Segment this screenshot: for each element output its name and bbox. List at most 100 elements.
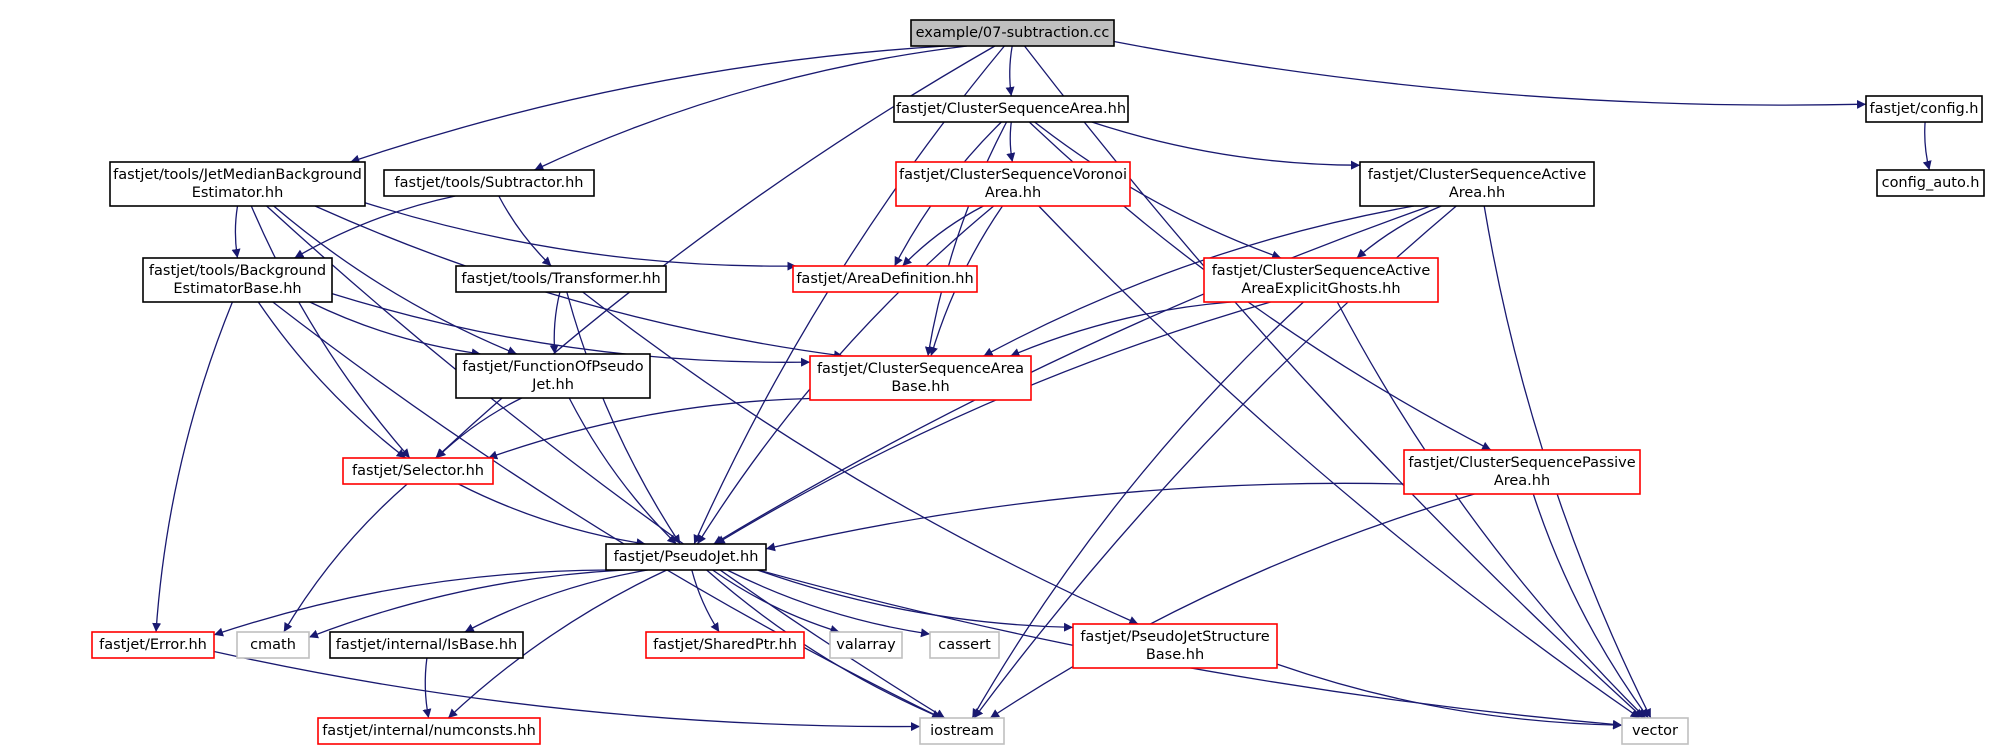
edge-csva-to-areadef xyxy=(902,205,984,267)
node-valarray[interactable]: valarray xyxy=(829,631,903,659)
edge-transformer-to-pjsb xyxy=(582,291,1139,625)
node-vector[interactable]: vector xyxy=(1621,717,1689,745)
node-box[interactable] xyxy=(236,631,310,659)
edge-root-to-vector xyxy=(1023,45,1644,719)
edge-csva-to-vector xyxy=(1038,205,1641,719)
edge-csaaeg-to-pseudojet xyxy=(715,301,1271,545)
edge-line xyxy=(971,301,1304,719)
edge-cspa-to-pseudojet xyxy=(765,482,1405,552)
node-box[interactable] xyxy=(109,161,366,207)
node-box[interactable] xyxy=(829,631,903,659)
edge-config-to-config_auto xyxy=(1922,121,1932,171)
node-box[interactable] xyxy=(1403,449,1641,495)
node-box[interactable] xyxy=(929,631,1000,659)
node-box[interactable] xyxy=(1072,623,1278,669)
node-csaaeg[interactable]: fastjet/ClusterSequenceActiveAreaExplici… xyxy=(1203,257,1439,303)
edge-jmbe-to-areadef xyxy=(364,202,797,271)
edge-line xyxy=(231,205,241,259)
edge-line xyxy=(706,569,942,719)
edge-root-to-jmbe xyxy=(350,45,946,164)
edge-line xyxy=(1091,121,1361,170)
edge-selector-to-cmath xyxy=(283,483,408,633)
edge-line xyxy=(1023,45,1644,719)
edge-pseudojet-to-cassert xyxy=(726,569,931,638)
node-iostream[interactable]: iostream xyxy=(919,717,1005,745)
edge-line xyxy=(498,195,552,267)
node-box[interactable] xyxy=(455,265,667,293)
edge-transformer-to-pseudojet xyxy=(566,291,681,545)
edge-line xyxy=(983,205,1415,357)
node-csa[interactable]: fastjet/ClusterSequenceArea.hh xyxy=(893,95,1129,123)
edge-line xyxy=(283,483,408,633)
node-box[interactable] xyxy=(317,717,541,745)
edge-isbase-to-numconsts xyxy=(422,657,432,719)
node-jmbe[interactable]: fastjet/tools/JetMedianBackgroundEstimat… xyxy=(109,161,366,207)
node-box[interactable] xyxy=(792,265,978,293)
edge-line xyxy=(436,397,522,459)
node-box[interactable] xyxy=(342,457,494,485)
node-box[interactable] xyxy=(1621,717,1689,745)
node-config_auto[interactable]: config_auto.h xyxy=(1876,169,1985,197)
node-box[interactable] xyxy=(1203,257,1439,303)
edge-bgeb-to-error xyxy=(152,301,234,633)
node-areadef[interactable]: fastjet/AreaDefinition.hh xyxy=(792,265,978,293)
edge-jmbe-to-csab xyxy=(314,205,844,360)
edges-layer xyxy=(152,40,1932,732)
node-label: Estimator.hh xyxy=(192,185,284,201)
edge-csaaeg-to-iostream xyxy=(971,301,1304,719)
node-box[interactable] xyxy=(91,631,215,659)
node-numconsts[interactable]: fastjet/internal/numconsts.hh xyxy=(317,717,541,745)
node-box[interactable] xyxy=(809,355,1032,401)
node-label: Area.hh xyxy=(1449,185,1505,201)
node-box[interactable] xyxy=(910,19,1115,47)
node-box[interactable] xyxy=(1865,95,1983,123)
edge-line xyxy=(1010,301,1232,357)
node-error[interactable]: fastjet/Error.hh xyxy=(91,631,215,659)
edge-cspa-to-vector xyxy=(1532,493,1649,719)
node-label: config_auto.h xyxy=(1882,175,1980,191)
node-box[interactable] xyxy=(1359,161,1595,207)
edge-line xyxy=(713,205,1431,545)
node-box[interactable] xyxy=(329,631,524,659)
node-box[interactable] xyxy=(455,353,651,399)
node-box[interactable] xyxy=(605,543,767,571)
node-box[interactable] xyxy=(645,631,805,659)
edge-line xyxy=(487,397,811,460)
node-selector[interactable]: fastjet/Selector.hh xyxy=(342,457,494,485)
edge-line xyxy=(1005,45,1015,97)
node-box[interactable] xyxy=(893,95,1129,123)
node-label: EstimatorBase.hh xyxy=(173,281,301,297)
node-box[interactable] xyxy=(383,169,595,197)
node-box[interactable] xyxy=(1876,169,1985,197)
node-cmath[interactable]: cmath xyxy=(236,631,310,659)
edge-line xyxy=(273,205,518,355)
node-box[interactable] xyxy=(895,161,1131,207)
node-box[interactable] xyxy=(142,257,333,303)
node-pseudojet[interactable]: fastjet/PseudoJet.hh xyxy=(605,543,767,571)
edge-root-to-csa xyxy=(1005,45,1015,97)
edge-jmbe-to-fopj xyxy=(273,205,518,355)
node-config[interactable]: fastjet/config.h xyxy=(1865,95,1983,123)
edge-line xyxy=(213,650,921,732)
edge-line xyxy=(691,569,720,633)
node-box[interactable] xyxy=(919,717,1005,745)
node-label: vector xyxy=(1632,723,1678,739)
node-cassert[interactable]: cassert xyxy=(929,631,1000,659)
edge-csaa-to-csaaeg xyxy=(1356,205,1442,259)
node-sharedptr[interactable]: fastjet/SharedPtr.hh xyxy=(645,631,805,659)
edge-line xyxy=(1113,40,1867,109)
node-label: Area.hh xyxy=(985,185,1041,201)
node-isbase[interactable]: fastjet/internal/IsBase.hh xyxy=(329,631,524,659)
edge-subtractor-to-bgeb xyxy=(294,195,456,259)
node-root[interactable]: example/07-subtraction.cc xyxy=(910,19,1115,47)
node-subtractor[interactable]: fastjet/tools/Subtractor.hh xyxy=(383,169,595,197)
edge-line xyxy=(1034,121,1282,260)
node-transformer[interactable]: fastjet/tools/Transformer.hh xyxy=(455,265,667,293)
